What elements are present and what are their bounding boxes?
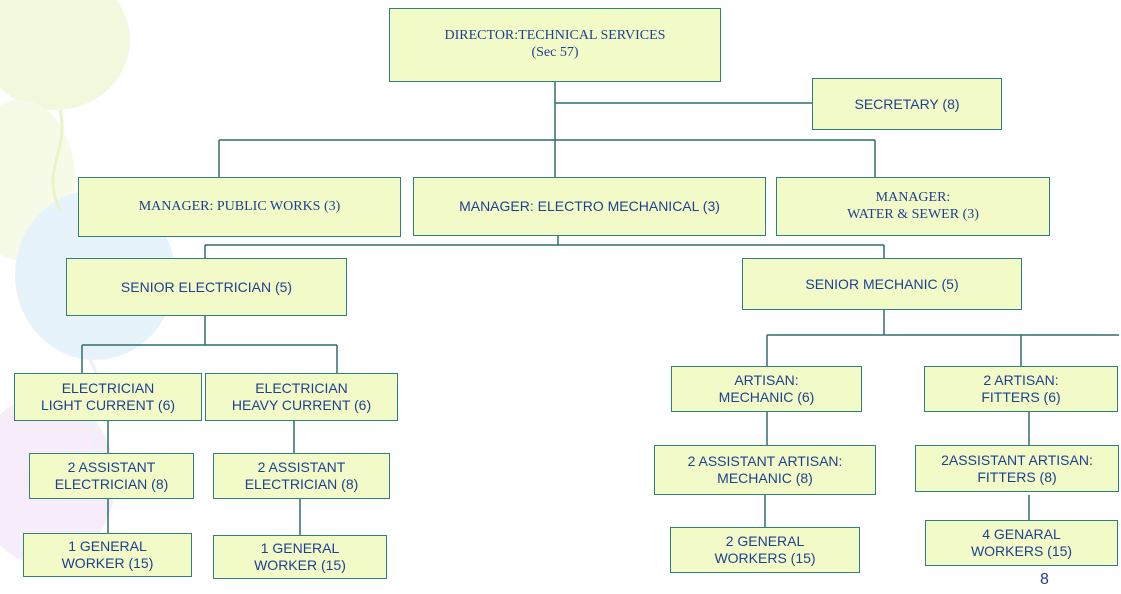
node-assistant-electrician-2[interactable]: 2 ASSISTANT ELECTRICIAN (8) [213,453,390,499]
node-subtitle: WORKER (15) [254,557,346,573]
node-subtitle: HEAVY CURRENT (6) [231,397,372,413]
node-title: MANAGER: [875,189,951,205]
node-title: 2ASSISTANT ARTISAN: [941,451,1093,468]
node-title: ARTISAN: [734,372,799,389]
balloon-string-decoration [51,109,64,211]
node-title: DIRECTOR:TECHNICAL SERVICES [444,28,666,44]
node-subtitle: MECHANIC (8) [717,470,813,486]
node-title: MANAGER: PUBLIC WORKS (3) [138,198,341,214]
node-title: 1 GENERAL [260,540,340,557]
node-senior-electrician[interactable]: SENIOR ELECTRICIAN (5) [66,258,347,316]
node-subtitle: FITTERS (6) [981,389,1061,405]
node-manager-water-sewer[interactable]: MANAGER: WATER & SEWER (3) [776,177,1050,236]
balloon-decoration [0,0,130,110]
node-subtitle: ELECTRICIAN (8) [244,476,359,492]
node-title: 2 ASSISTANT ARTISAN: [687,453,843,470]
node-title: 2 ARTISAN: [983,372,1059,389]
node-title: ELECTRICIAN [255,380,348,397]
node-subtitle: FITTERS (8) [977,468,1057,485]
node-title: SECRETARY (8) [854,95,960,112]
node-title: 2 ASSISTANT [67,459,156,476]
page-number: 8 [1040,571,1049,588]
node-electrician-light-current[interactable]: ELECTRICIAN LIGHT CURRENT (6) [14,373,202,421]
node-general-workers-fitters[interactable]: 4 GENARAL WORKERS (15) [925,520,1118,566]
node-assistant-artisan-fitters[interactable]: 2ASSISTANT ARTISAN: FITTERS (8) [915,445,1119,492]
node-subtitle: ELECTRICIAN (8) [54,476,169,492]
node-title: SENIOR ELECTRICIAN (5) [120,278,293,295]
node-secretary[interactable]: SECRETARY (8) [812,78,1002,130]
node-manager-public-works[interactable]: MANAGER: PUBLIC WORKS (3) [78,177,401,237]
node-title: MANAGER: ELECTRO MECHANICAL (3) [459,198,720,215]
node-manager-electro-mechanical[interactable]: MANAGER: ELECTRO MECHANICAL (3) [413,177,766,236]
node-artisan-mechanic[interactable]: ARTISAN: MECHANIC (6) [671,366,862,412]
node-general-workers-mechanic[interactable]: 2 GENERAL WORKERS (15) [670,527,860,573]
node-senior-mechanic[interactable]: SENIOR MECHANIC (5) [742,258,1022,310]
node-subtitle: WORKERS (15) [970,543,1073,559]
node-subtitle: WATER & SEWER (3) [847,206,979,222]
node-title: 2 ASSISTANT [257,459,346,476]
node-general-worker-2[interactable]: 1 GENERAL WORKER (15) [213,535,387,579]
node-assistant-artisan-mechanic[interactable]: 2 ASSISTANT ARTISAN: MECHANIC (8) [654,445,876,495]
node-general-worker-1[interactable]: 1 GENERAL WORKER (15) [23,533,192,577]
node-title: ELECTRICIAN [61,380,155,397]
node-assistant-electrician-1[interactable]: 2 ASSISTANT ELECTRICIAN (8) [29,453,194,499]
node-subtitle: MECHANIC (6) [718,389,815,405]
node-subtitle: WORKERS (15) [714,550,816,566]
node-artisan-fitters[interactable]: 2 ARTISAN: FITTERS (6) [924,366,1118,412]
node-subtitle: LIGHT CURRENT (6) [40,397,176,413]
node-electrician-heavy-current[interactable]: ELECTRICIAN HEAVY CURRENT (6) [205,373,398,421]
node-title: 4 GENARAL [982,526,1061,543]
node-title: 1 GENERAL [68,538,147,555]
node-subtitle: (Sec 57) [531,45,579,60]
node-title: SENIOR MECHANIC (5) [805,275,959,292]
node-title: 2 GENERAL [725,533,805,550]
node-subtitle: WORKER (15) [61,555,154,571]
node-director[interactable]: DIRECTOR:TECHNICAL SERVICES (Sec 57) [389,8,721,82]
